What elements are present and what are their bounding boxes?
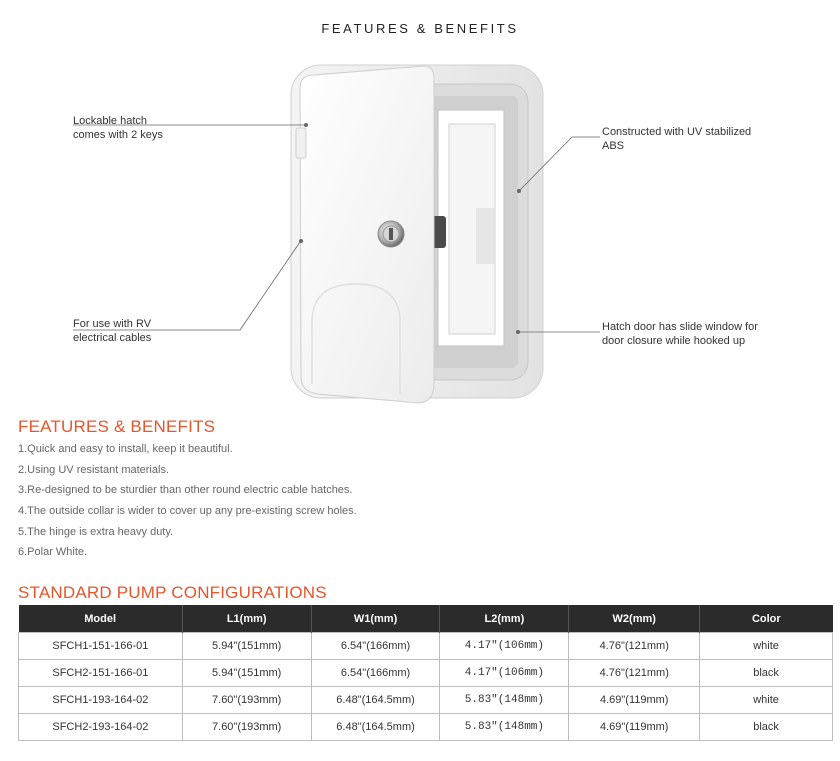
features-heading: FEATURES & BENEFITS [18,417,216,436]
cell-w1: 6.54"(166mm) [310,659,441,687]
cell-color: white [699,632,833,660]
cell-w2: 4.69"(119mm) [568,713,701,741]
cell-color: white [699,686,833,714]
cell-w2: 4.69"(119mm) [568,686,701,714]
lock-icon [377,220,405,248]
cell-color: black [699,713,833,741]
cell-w1: 6.48"(164.5mm) [310,713,441,741]
callout-slide-window: Hatch door has slide window for door clo… [602,321,758,347]
callout-leaders [73,123,600,334]
cell-w1: 6.48"(164.5mm) [310,686,441,714]
col-header-w2: W2(mm) [568,605,700,633]
cell-l2: 5.83"(148mm) [439,713,570,741]
product-illustration [73,64,600,404]
table-row: SFCH2-193-164-02 7.60"(193mm) 6.48"(164.… [18,713,833,741]
cell-color: black [699,659,833,687]
cell-l2: 5.83"(148mm) [439,686,570,714]
hatch-door [295,65,435,404]
feature-item: 6.Polar White. [18,546,88,559]
feature-item: 2.Using UV resistant materials. [18,463,169,476]
col-header-model: Model [18,605,183,633]
table-row: SFCH1-151-166-01 5.94"(151mm) 6.54"(166m… [18,632,833,660]
table-row: SFCH1-193-164-02 7.60"(193mm) 6.48"(164.… [18,686,833,714]
cell-w2: 4.76"(121mm) [568,632,701,660]
page-title: FEATURES & BENEFITS [321,21,519,36]
col-header-w1: W1(mm) [310,605,440,633]
features-list: 1.Quick and easy to install, keep it bea… [18,443,357,567]
cell-l1: 7.60"(193mm) [181,713,312,741]
cell-l1: 5.94"(151mm) [181,659,312,687]
callout-rv-cables: For use with RV electrical cables [73,318,152,344]
table-row: SFCH2-151-166-01 5.94"(151mm) 6.54"(166m… [18,659,833,687]
table-header-row: Model L1(mm) W1(mm) L2(mm) W2(mm) Color [18,605,833,633]
config-table: Model L1(mm) W1(mm) L2(mm) W2(mm) Color … [18,605,833,741]
feature-item: 5.The hinge is extra heavy duty. [18,525,174,538]
cell-l1: 5.94"(151mm) [181,632,312,660]
cell-l2: 4.17"(106mm) [439,632,570,660]
cell-model: SFCH1-193-164-02 [18,686,183,714]
callout-uv-abs: Constructed with UV stabilized ABS [602,126,752,152]
col-header-l1: L1(mm) [181,605,312,633]
feature-item: 1.Quick and easy to install, keep it bea… [18,443,233,455]
callout-lockable-hatch: Lockable hatch comes with 2 keys [73,115,163,141]
cell-w1: 6.54"(166mm) [310,632,441,660]
cell-model: SFCH2-151-166-01 [18,659,183,687]
cell-l2: 4.17"(106mm) [439,659,570,687]
cell-w2: 4.76"(121mm) [568,659,701,687]
config-heading: STANDARD PUMP CONFIGURATIONS [18,583,327,602]
feature-item: 4.The outside collar is wider to cover u… [18,505,357,518]
cell-model: SFCH2-193-164-02 [18,713,183,741]
cell-model: SFCH1-151-166-01 [18,632,183,660]
feature-item: 3.Re-designed to be sturdier than other … [18,484,353,497]
col-header-color: Color [699,605,833,633]
col-header-l2: L2(mm) [439,605,569,633]
cell-l1: 7.60"(193mm) [181,686,312,714]
